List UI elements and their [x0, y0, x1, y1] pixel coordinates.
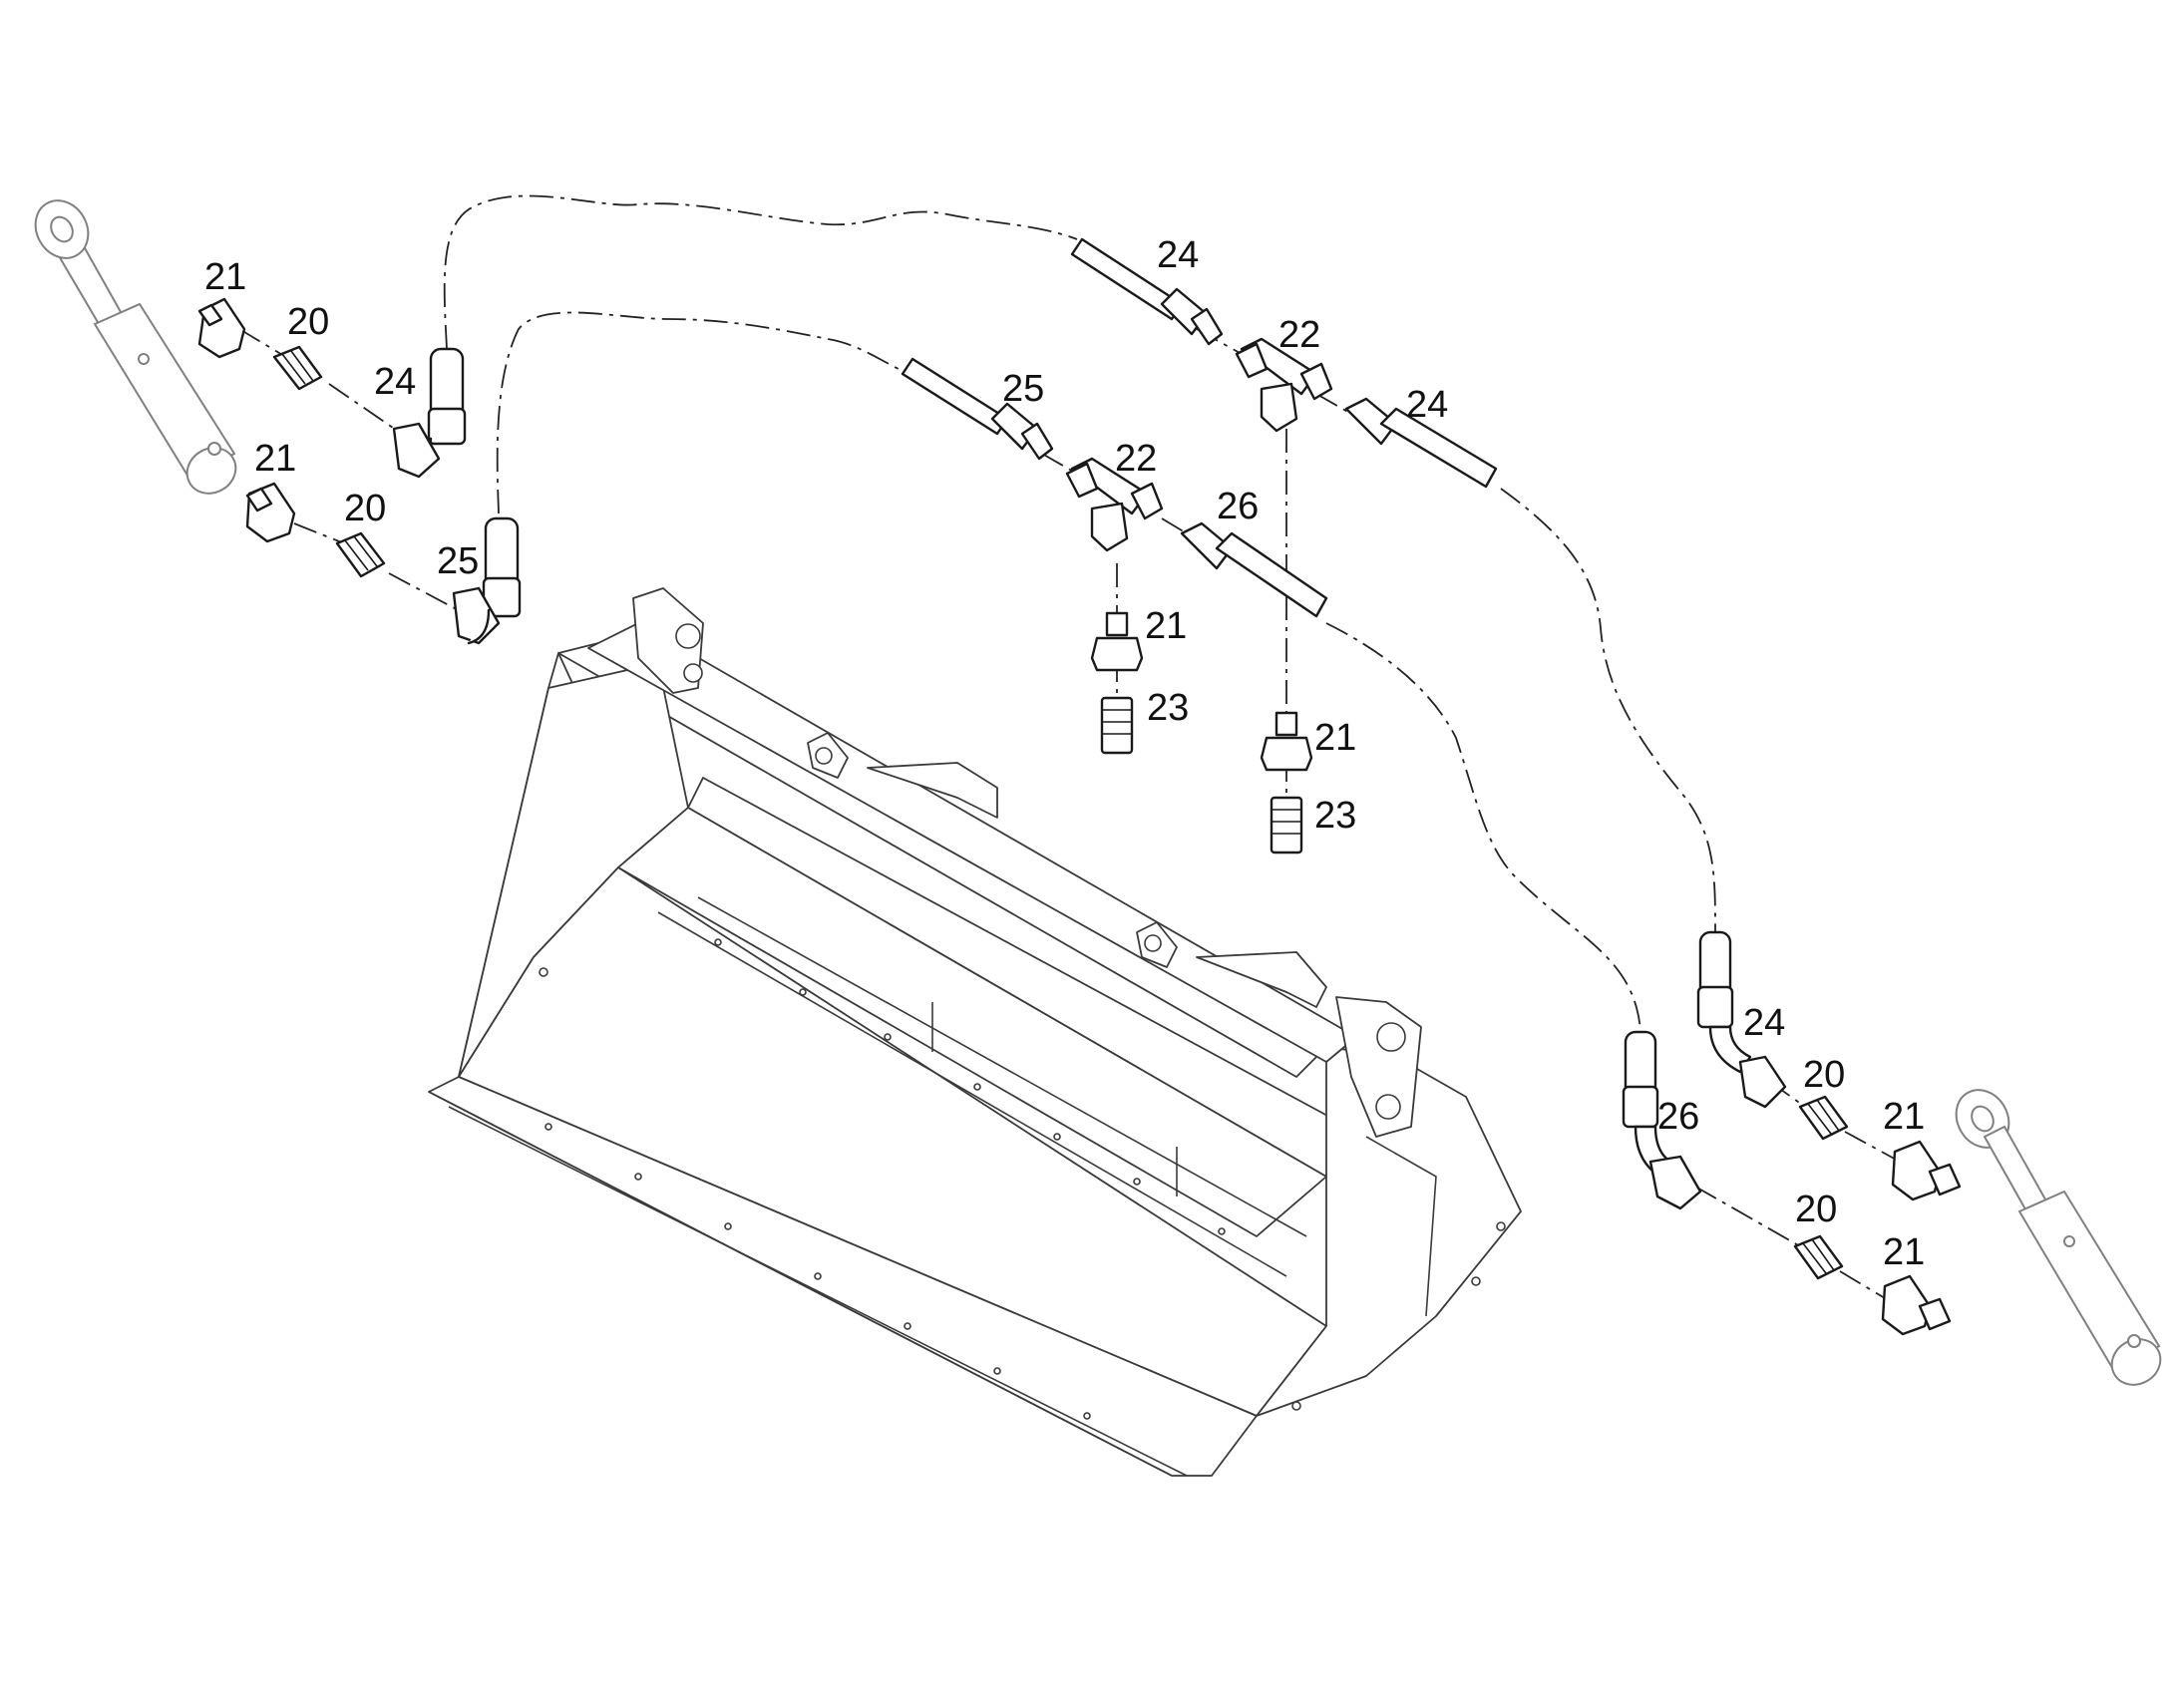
callout-21: 21: [204, 256, 246, 298]
connection-dash-lines: [238, 194, 1901, 1302]
callout-21: 21: [1883, 1096, 1925, 1138]
tee-22-center: [1065, 457, 1164, 552]
callout-24: 24: [374, 361, 416, 403]
fitting-23-under-tee-center: [1100, 696, 1134, 755]
fitting-20-mid-left: [335, 531, 386, 578]
bucket-hinge-bracket-left: [632, 587, 998, 819]
hose-24-elbow-upper-left: [392, 347, 467, 479]
callout-24: 24: [1743, 1002, 1785, 1044]
callout-21: 21: [1883, 1231, 1925, 1273]
fitting-21-under-tee-center: [1090, 611, 1144, 672]
hose-25-elbow-mid-left: [452, 516, 522, 645]
fitting-20-upper-left: [272, 345, 323, 391]
fitting-21-right-lower: [1881, 1274, 1952, 1336]
hose-24-top: [1070, 237, 1224, 346]
callout-24: 24: [1406, 384, 1448, 426]
fitting-21-mid-left: [245, 482, 296, 543]
fitting-21-under-tee-top: [1260, 711, 1313, 772]
loader-bucket: [428, 587, 1522, 1477]
hose-24-elbow-right: [1696, 930, 1787, 1109]
fitting-21-upper-left: [197, 297, 246, 359]
fitting-20-right-upper: [1798, 1095, 1849, 1141]
callout-25: 25: [437, 540, 479, 582]
fitting-21-right-upper: [1891, 1140, 1962, 1201]
callout-22: 22: [1278, 314, 1320, 356]
callout-labels: 21 20 24 21 20 25 24 22 24 25 22 26 21 2…: [204, 234, 1925, 1273]
callout-21: 21: [254, 438, 296, 480]
callout-20: 20: [287, 301, 329, 343]
callout-20: 20: [344, 488, 386, 529]
bucket-hinge-bracket-right: [1136, 921, 1422, 1138]
callout-20: 20: [1803, 1054, 1845, 1096]
tee-22-top: [1235, 337, 1333, 433]
bucket-bolt-holes: [539, 938, 1506, 1420]
callout-20: 20: [1795, 1189, 1837, 1230]
callout-22: 22: [1115, 438, 1157, 480]
hydraulic-cylinder-left: [34, 199, 237, 495]
fitting-20-right-lower: [1793, 1234, 1844, 1280]
callout-23: 23: [1314, 795, 1356, 837]
fitting-23-under-tee-top: [1270, 796, 1303, 854]
callout-21: 21: [1314, 717, 1356, 759]
hose-25-center: [901, 357, 1054, 461]
callout-25: 25: [1002, 368, 1044, 410]
hydraulic-cylinder-right: [1955, 1089, 2162, 1386]
callout-24: 24: [1157, 234, 1199, 276]
callout-23: 23: [1147, 687, 1189, 729]
hose-26-center: [1180, 521, 1328, 618]
callout-21: 21: [1145, 605, 1187, 647]
callout-26: 26: [1217, 486, 1259, 527]
hose-24-right-top: [1344, 397, 1498, 489]
hose-26-elbow-right: [1622, 1030, 1702, 1210]
callout-26: 26: [1657, 1096, 1699, 1138]
